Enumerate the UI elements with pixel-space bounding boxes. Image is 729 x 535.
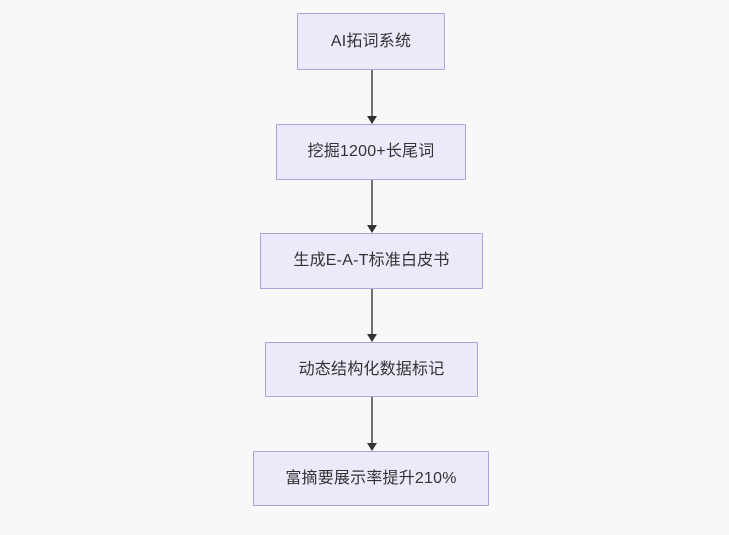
flowchart-node-1-label: AI拓词系统 xyxy=(330,32,412,50)
edge-line xyxy=(371,180,373,225)
flowchart-node-4[interactable]: 动态结构化数据标记 xyxy=(265,342,478,397)
arrowhead-icon xyxy=(367,225,377,233)
flowchart-node-2-label: 挖掘1200+长尾词 xyxy=(307,143,435,161)
flowchart-node-3-label: 生成E-A-T标准白皮书 xyxy=(293,252,450,270)
flowchart-node-5[interactable]: 富摘要展示率提升210% xyxy=(253,451,489,506)
arrowhead-icon xyxy=(367,443,377,451)
flowchart-node-5-label: 富摘要展示率提升210% xyxy=(285,469,457,487)
edge-line xyxy=(371,289,373,334)
flowchart-node-1[interactable]: AI拓词系统 xyxy=(297,13,445,70)
flowchart-node-2[interactable]: 挖掘1200+长尾词 xyxy=(276,124,466,180)
edge-line xyxy=(371,397,373,443)
arrowhead-icon xyxy=(367,334,377,342)
arrowhead-icon xyxy=(367,116,377,124)
flowchart-node-3[interactable]: 生成E-A-T标准白皮书 xyxy=(260,233,483,289)
flowchart-node-4-label: 动态结构化数据标记 xyxy=(298,360,445,378)
edge-line xyxy=(371,70,373,116)
